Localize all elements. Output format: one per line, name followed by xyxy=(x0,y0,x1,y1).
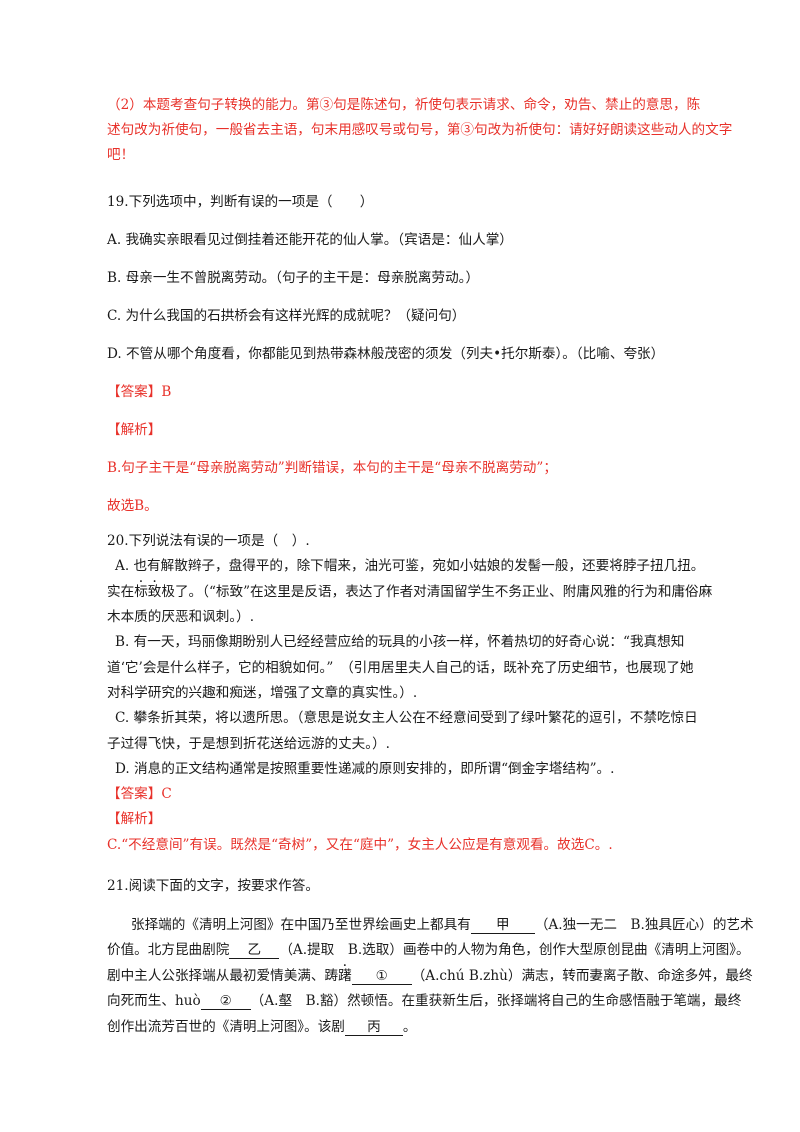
q20-option-c-line-1: C. 攀条折其荣，将以遗所思。（意思是说女主人公在不经意间受到了绿叶繁花的逗引，… xyxy=(115,710,698,726)
q21-para-line-3: 剧中主人公张择端从最初爱情美满、踌躇①（A.chú B.zhù）满志，转而妻离子… xyxy=(107,967,753,985)
q21-para-line-5: 创作出流芳百世的《清明上河图》。该剧丙。 xyxy=(107,1018,416,1036)
analysis-line-2: 述句改为祈使句，一般省去主语，句末用感叹号或句号，第③句改为祈使句：请好好朗读这… xyxy=(107,122,733,138)
q19-option-c: C. 为什么我国的石拱桥会有这样光辉的成就呢？（疑问句） xyxy=(107,308,466,324)
q21-p4-a: 向死而生、huò xyxy=(107,993,201,1009)
q21-p2-b: （A.提取 B.选取）画卷中的人物为角色，创作大型原创昆曲《清明上河图》。 xyxy=(279,942,750,958)
analysis-line-3: 吧！ xyxy=(107,147,135,163)
q21-para-line-2: 价值。北方昆曲剧院乙（A.提取 B.选取）画卷中的人物为角色，创作大型原创昆曲《… xyxy=(107,941,750,959)
analysis-line-1: （2）本题考查句子转换的能力。第③句是陈述句，祈使句表示请求、命令，劝告、禁止的… xyxy=(107,97,701,113)
blank-1: ① xyxy=(351,968,412,985)
q21-p5-end: 。 xyxy=(402,1019,417,1035)
q21-para-line-1: 张择端的《清明上河图》在中国乃至世界绘画史上都具有甲（A.独一无二 B.独具匠心… xyxy=(131,916,754,934)
q21-p3-b: （A.chú B.zhù）满志，转而妻离子散、命途多舛，最终 xyxy=(411,968,753,984)
emphasis-char: 致 xyxy=(148,584,162,600)
q21-p3-a: 剧中主人公张择端从最初爱情美满、踌 xyxy=(107,968,339,984)
q21-p2-a: 价值。北方昆曲剧院 xyxy=(107,942,230,958)
q20-option-b-line-1: B. 有一天，玛丽像期盼别人已经经营应给的玩具的小孩一样，怀着热切的好奇心说：“… xyxy=(115,634,685,650)
q19-analysis-label: 【解析】 xyxy=(107,422,162,438)
q20-option-d: D. 消息的正文结构通常是按照重要性递减的原则安排的，即所谓“倒金字塔结构”。. xyxy=(115,761,615,777)
q20-answer: 【答案】C xyxy=(107,786,172,802)
q19-option-a: A. 我确实亲眼看见过倒挂着还能开花的仙人掌。（宾语是：仙人掌） xyxy=(107,232,513,248)
q21-p1-b: （A.独一无二 B.独具匠心）的艺术 xyxy=(534,917,754,933)
q20-option-b-line-2: 道‘它’会是什么样子，它的相貌如何。” （引用居里夫人自己的话，既补充了历史细节… xyxy=(107,660,694,676)
q21-stem: 21.阅读下面的文字，按要求作答。 xyxy=(107,878,319,894)
q20-option-a-line-2: 实在标致极了。（“标致”在这里是反语，表达了作者对清国留学生不务正业、附庸风雅的… xyxy=(107,583,712,601)
q20-a2-rest: 极了。（“标致”在这里是反语，表达了作者对清国留学生不务正业、附庸风雅的行为和庸… xyxy=(161,584,713,600)
q20-option-c-line-2: 子过得飞快，于是想到折花送给远游的丈夫。）. xyxy=(107,736,390,752)
blank-jia: 甲 xyxy=(470,917,535,934)
blank-bing: 丙 xyxy=(344,1019,403,1036)
q19-option-d: D. 不管从哪个角度看，你都能见到热带森林般茂密的须发（列夫•托尔斯泰）。（比喻… xyxy=(107,346,665,362)
q21-p4-b: （A.壑 B.豁）然顿悟。在重获新生后，张择端将自己的生命感悟融于笔端，最终 xyxy=(250,993,742,1009)
q19-analysis: B.句子主干是“母亲脱离劳动”判断错误，本句的主干是“母亲不脱离劳动”； xyxy=(107,460,557,476)
q19-stem: 19.下列选项中，判断有误的一项是（ ） xyxy=(107,194,374,210)
blank-yi: 乙 xyxy=(229,942,280,959)
q21-p5: 创作出流芳百世的《清明上河图》。该剧 xyxy=(107,1019,345,1035)
q19-option-b: B. 母亲一生不曾脱离劳动。（句子的主干是：母亲脱离劳动。） xyxy=(107,270,480,286)
emphasis-char: 躇 xyxy=(338,968,352,984)
q20-stem: 20.下列说法有误的一项是（ ）. xyxy=(107,533,310,549)
q20-analysis-label: 【解析】 xyxy=(107,811,162,827)
q20-option-a-line-1: A. 也有解散辫子，盘得平的，除下帽来，油光可鉴，宛如小姑娘的发髻一般，还要将脖… xyxy=(115,558,705,574)
q19-conclusion: 故选B。 xyxy=(107,498,158,514)
q19-answer: 【答案】B xyxy=(107,384,172,400)
q20-option-b-line-3: 对科学研究的兴趣和痴迷，增强了文章的真实性。）. xyxy=(107,685,418,701)
q20-option-a-line-3: 木本质的厌恶和讽刺。）. xyxy=(107,609,255,625)
q21-p1-a: 张择端的《清明上河图》在中国乃至世界绘画史上都具有 xyxy=(131,917,471,933)
q20-a2-prefix: 实在 xyxy=(107,584,135,600)
q20-analysis: C.“不经意间”有误。既然是“奇树”，又在“庭中”，女主人公应是有意观看。故选C… xyxy=(107,837,613,853)
blank-2: ② xyxy=(200,993,251,1010)
emphasis-char: 标 xyxy=(134,584,148,600)
